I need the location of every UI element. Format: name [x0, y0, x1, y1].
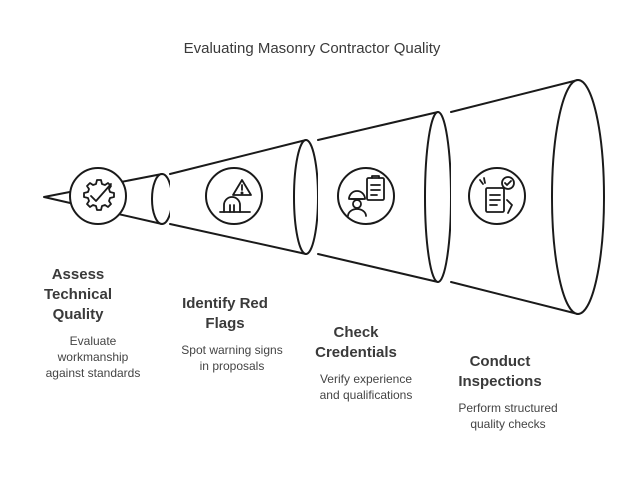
- step-4-title-line: Conduct: [469, 353, 531, 370]
- step-3-description: Verify experience and qualifications: [306, 371, 426, 403]
- step-4-title: Conduct Inspections: [450, 352, 550, 392]
- inspection-checklist-icon: [479, 176, 515, 214]
- step-4-title-line: Inspections: [458, 373, 542, 390]
- step-3-title-line: Check: [333, 324, 379, 341]
- worker-clipboard-icon: [347, 175, 385, 217]
- gear-check-icon: [83, 179, 115, 211]
- step-2-desc-line: Spot warning signs: [181, 343, 283, 357]
- icon-circle-4: [468, 167, 526, 225]
- warning-sign-icon: [219, 179, 252, 213]
- step-1-title-line: Technical: [43, 286, 113, 303]
- step-1-title: Assess Technical Quality: [38, 265, 118, 325]
- step-1-title-line: Quality: [52, 306, 104, 323]
- step-4-desc-line: quality checks: [470, 417, 546, 431]
- step-3-desc-line: and qualifications: [319, 388, 413, 402]
- step-2-title-line: Identify Red: [182, 295, 268, 312]
- step-4-desc-line: Perform structured: [458, 401, 558, 415]
- diagram-title: Evaluating Masonry Contractor Quality: [183, 40, 441, 57]
- step-3-title: Check Credentials: [306, 323, 406, 363]
- step-2-title-line: Flags: [205, 315, 245, 332]
- step-2-desc-line: in proposals: [199, 359, 265, 373]
- step-1-desc-line: against standards: [45, 366, 141, 380]
- step-1-desc-line: Evaluate: [69, 334, 117, 348]
- step-1-description: Evaluate workmanship against standards: [38, 333, 148, 381]
- step-3-title-line: Credentials: [315, 344, 397, 361]
- icon-circle-2: [205, 167, 263, 225]
- step-2-title: Identify Red Flags: [170, 294, 280, 334]
- step-2-description: Spot warning signs in proposals: [170, 342, 294, 374]
- step-4-description: Perform structured quality checks: [446, 400, 570, 432]
- step-1-title-line: Assess: [51, 266, 105, 283]
- icon-circle-1: [69, 167, 127, 225]
- step-3-desc-line: Verify experience: [319, 372, 413, 386]
- step-1-desc-line: workmanship: [57, 350, 129, 364]
